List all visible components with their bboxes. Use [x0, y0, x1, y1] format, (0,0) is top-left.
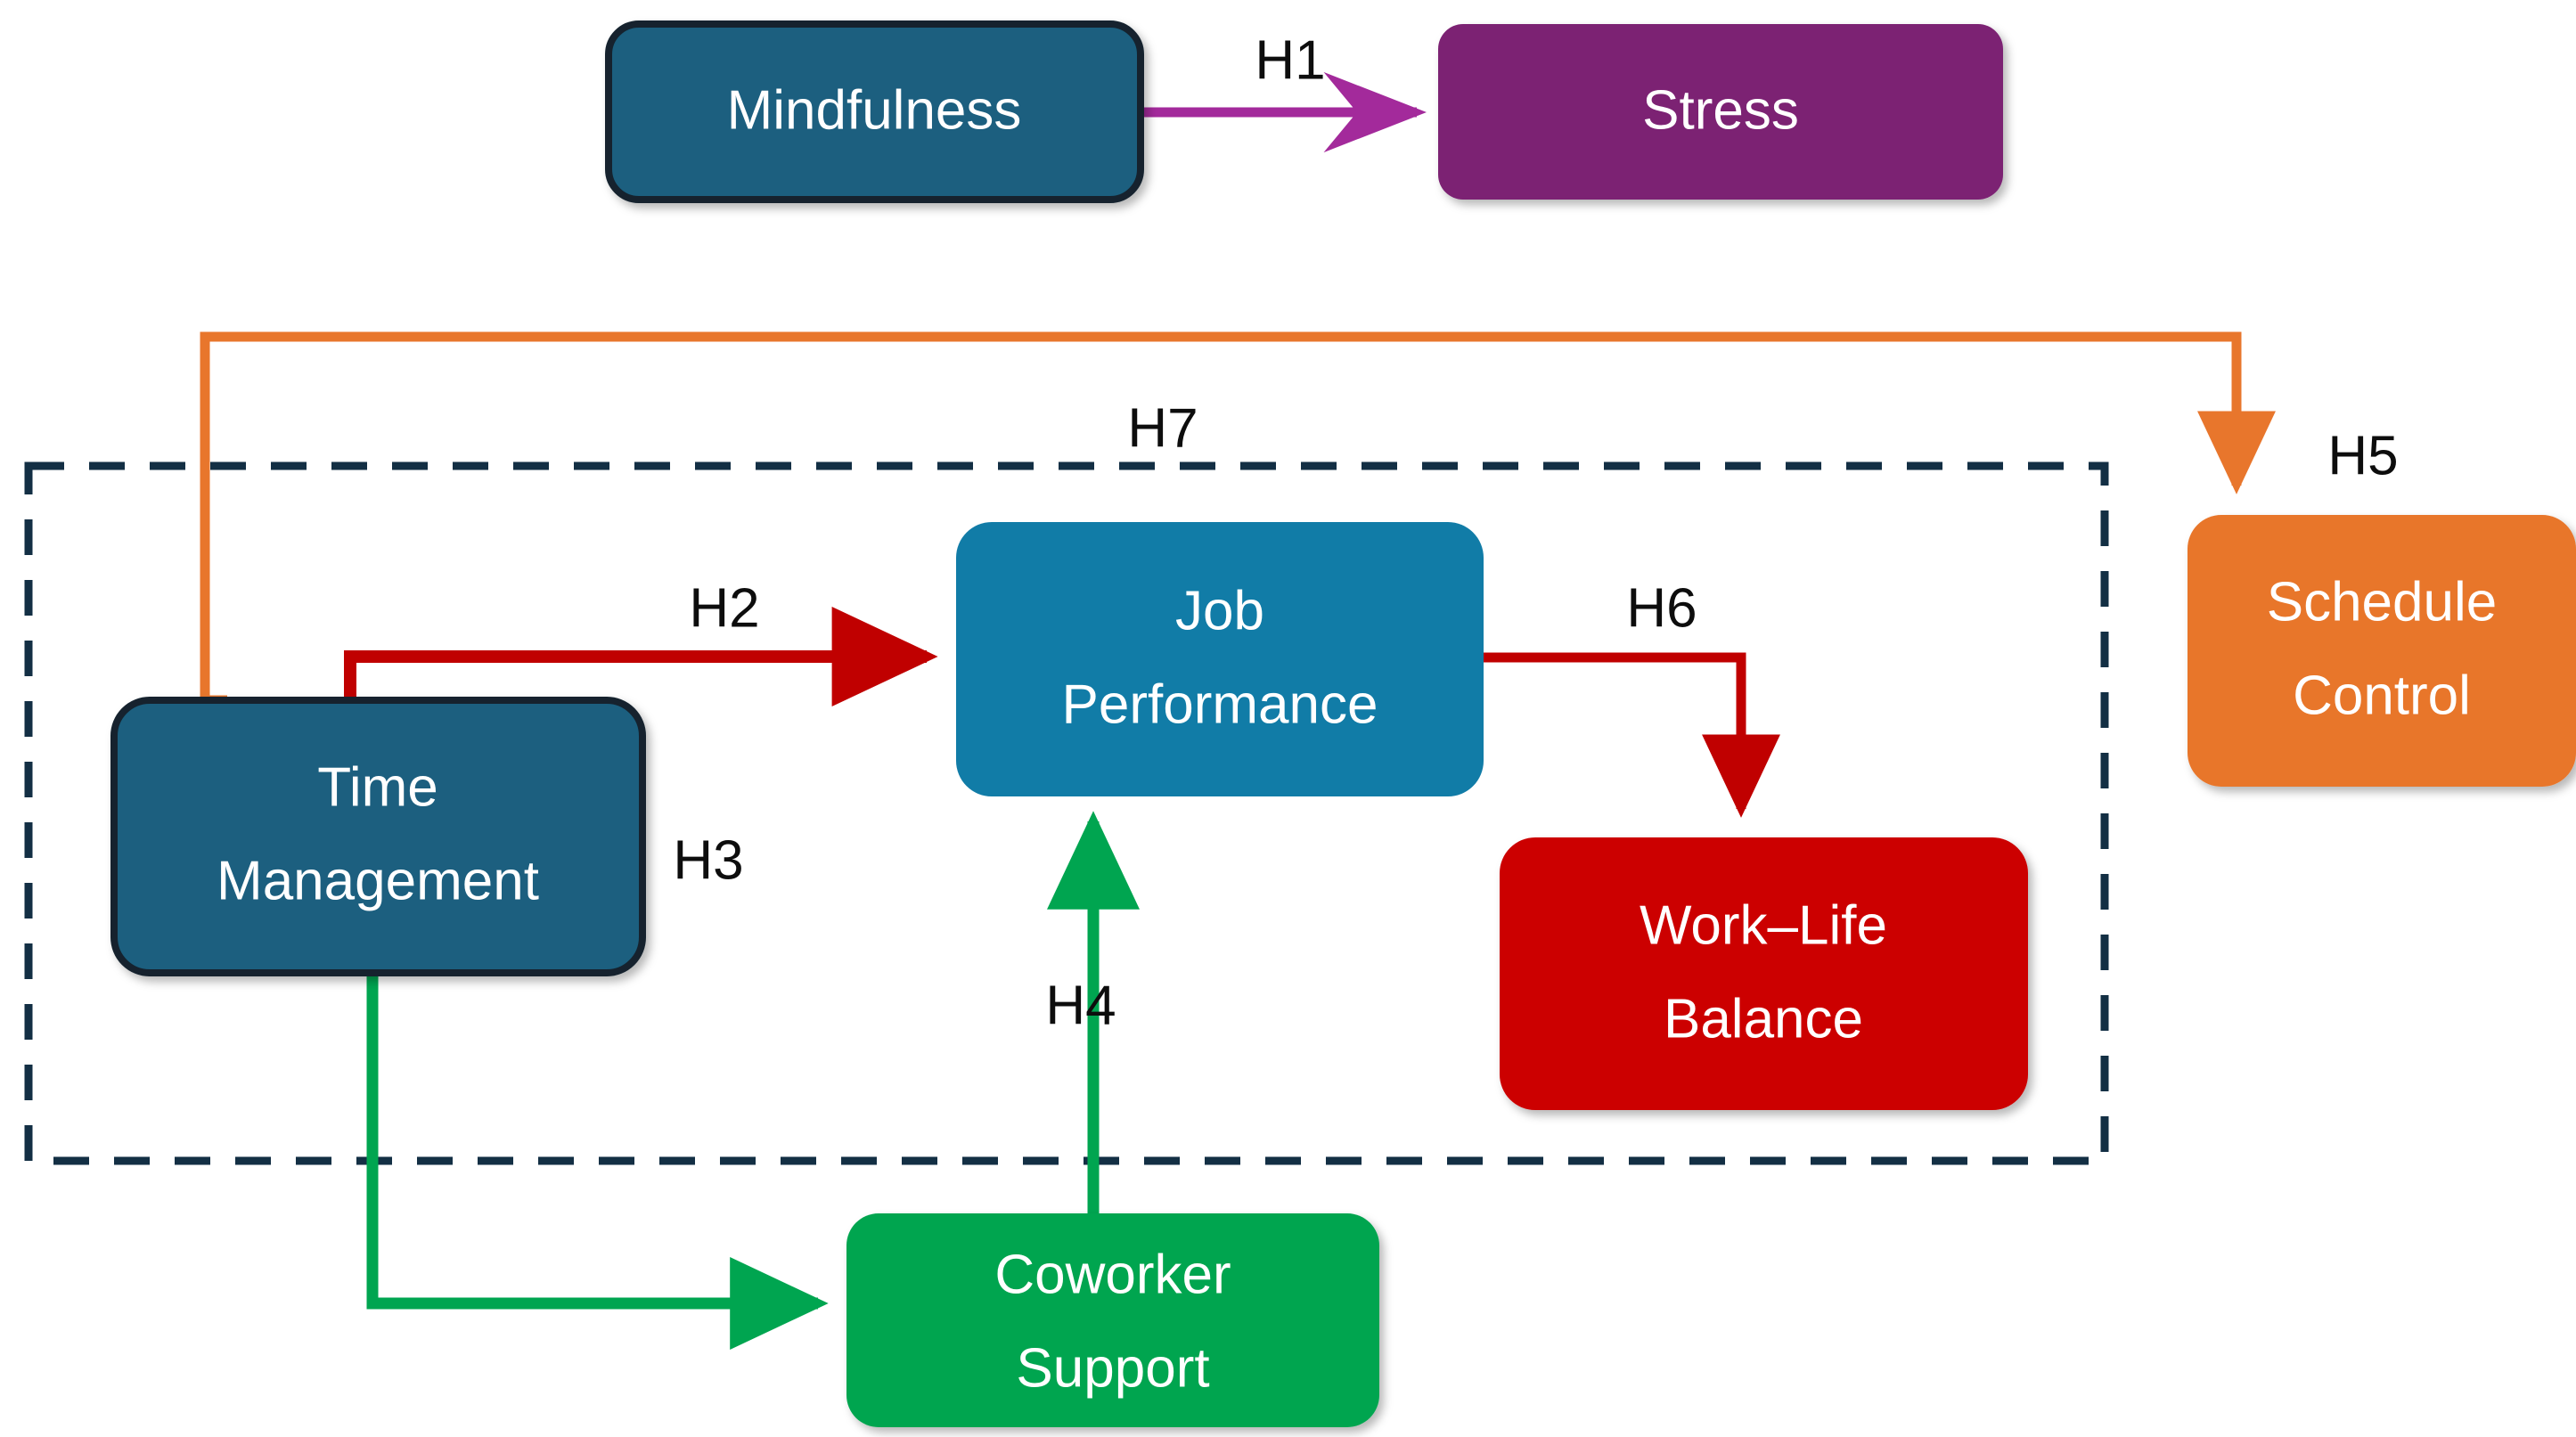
edge-h6-path [1484, 652, 1780, 818]
edge-label-h6: H6 [1626, 577, 1697, 639]
node-coworker-support-label-line2: Support [1016, 1337, 1209, 1399]
edge-h3-path [366, 973, 829, 1350]
node-work-life-balance-label-line1: Work–Life [1640, 894, 1887, 956]
node-stress[interactable]: Stress [1438, 24, 2003, 200]
node-job-performance-shape[interactable] [956, 522, 1484, 796]
dashed-boundary [24, 461, 2109, 1165]
node-work-life-balance-label-line2: Balance [1664, 988, 1863, 1049]
edge-label-h7: H7 [1127, 397, 1198, 459]
node-coworker-support-shape[interactable] [846, 1213, 1379, 1427]
node-coworker-support[interactable]: Coworker Support [846, 1213, 1379, 1427]
edge-h2-path [344, 607, 938, 706]
node-job-performance[interactable]: Job Performance [956, 522, 1484, 796]
node-stress-label: Stress [1642, 79, 1799, 141]
edge-label-h3: H3 [673, 829, 743, 891]
edge-label-h1: H1 [1255, 29, 1325, 91]
node-coworker-support-label-line1: Coworker [994, 1244, 1231, 1305]
edge-label-h5: H5 [2327, 425, 2398, 486]
node-work-life-balance-shape[interactable] [1500, 837, 2028, 1110]
node-time-management[interactable]: Time Management [110, 697, 646, 976]
node-job-performance-label-line2: Performance [1062, 674, 1378, 735]
node-mindfulness-label: Mindfulness [727, 79, 1022, 141]
node-schedule-control-shape[interactable] [2188, 515, 2576, 787]
node-mindfulness-shape[interactable] [605, 20, 1144, 203]
node-stress-shape[interactable] [1438, 24, 2003, 200]
node-time-management-label-line2: Management [217, 850, 539, 911]
node-schedule-control[interactable]: Schedule Control [2188, 515, 2576, 787]
node-job-performance-label-line1: Job [1175, 580, 1264, 641]
node-mindfulness[interactable]: Mindfulness [605, 20, 1144, 203]
node-time-management-shape[interactable] [110, 697, 646, 976]
node-schedule-control-label-line1: Schedule [2267, 571, 2498, 633]
node-work-life-balance[interactable]: Work–Life Balance [1500, 837, 2028, 1110]
edge-label-h2: H2 [689, 577, 759, 639]
node-time-management-label-line1: Time [317, 756, 438, 818]
edge-label-h4: H4 [1045, 975, 1116, 1036]
node-schedule-control-label-line2: Control [2293, 665, 2471, 726]
